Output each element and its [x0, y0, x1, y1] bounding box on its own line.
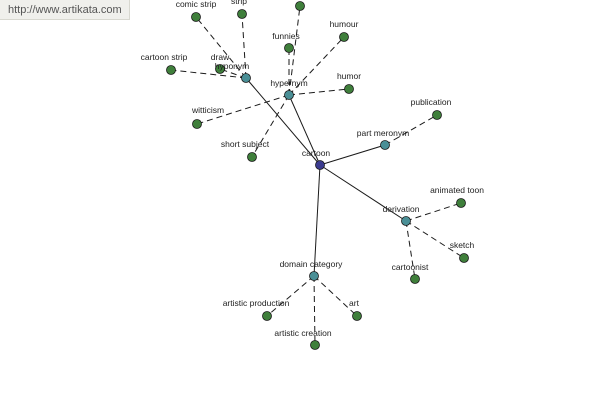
edge-hypernym-word-3 [288, 88, 350, 96]
relation-label-domain-category[interactable]: domain category [280, 259, 344, 269]
word-label-part-meronym-0[interactable]: publication [411, 97, 452, 107]
word-label-hyponym-2[interactable]: draw [211, 52, 230, 62]
word-label-hyponym-1[interactable]: strip [231, 0, 247, 6]
relation-label-hypernym[interactable]: hypernym [270, 78, 307, 88]
word-node-hyponym-3[interactable] [166, 65, 176, 75]
word-node-part-meronym-0[interactable] [432, 110, 442, 120]
edge-domain-category [313, 164, 321, 277]
word-node-hypernym-4[interactable] [192, 119, 202, 129]
word-label-derivation-0[interactable]: animated toon [430, 185, 484, 195]
relation-node-derivation[interactable] [401, 216, 411, 226]
word-node-domain-category-0[interactable] [262, 311, 272, 321]
word-node-derivation-2[interactable] [410, 274, 420, 284]
word-label-derivation-2[interactable]: cartoonist [392, 262, 429, 272]
edge-hypernym-word-2 [288, 36, 345, 96]
word-node-hypernym-1[interactable] [284, 43, 294, 53]
word-label-hypernym-2[interactable]: humour [330, 19, 359, 29]
edge-hyponym-word-1 [241, 13, 247, 79]
edge-domain-category-word-0 [266, 275, 315, 317]
edge-hyponym-word-0 [195, 16, 247, 79]
relation-label-derivation[interactable]: derivation [383, 204, 420, 214]
edge-part-meronym [319, 144, 386, 166]
word-label-domain-category-0[interactable]: artistic production [223, 298, 290, 308]
edge-hyponym-word-3 [170, 69, 247, 79]
word-label-hyponym-0[interactable]: comic strip [176, 0, 217, 9]
edges-layer [170, 5, 465, 346]
root-node[interactable] [315, 160, 325, 170]
word-node-derivation-0[interactable] [456, 198, 466, 208]
word-node-hyponym-2[interactable] [215, 64, 225, 74]
word-label-hypernym-5[interactable]: short subject [221, 139, 270, 149]
edge-hyponym [245, 77, 321, 166]
site-url-label[interactable]: http://www.artikata.com [0, 0, 130, 20]
edge-domain-category-word-1 [313, 275, 358, 317]
edge-hypernym-word-4 [196, 94, 290, 125]
root-label[interactable]: cartoon [302, 148, 331, 158]
word-node-hyponym-1[interactable] [237, 9, 247, 19]
edge-derivation-word-1 [405, 220, 465, 259]
relation-label-part-meronym[interactable]: part meronym [357, 128, 409, 138]
edge-domain-category-word-2 [313, 275, 316, 346]
word-label-hyponym-3[interactable]: cartoon strip [141, 52, 188, 62]
edge-hypernym-word-5 [251, 94, 290, 158]
word-label-hypernym-4[interactable]: witticism [191, 105, 224, 115]
word-node-hypernym-3[interactable] [344, 84, 354, 94]
word-node-hypernym-5[interactable] [247, 152, 257, 162]
relation-node-hyponym[interactable] [241, 73, 251, 83]
relation-node-hypernym[interactable] [284, 90, 294, 100]
word-node-domain-category-1[interactable] [352, 311, 362, 321]
edge-part-meronym-word-0 [384, 114, 438, 146]
word-label-hypernym-3[interactable]: humor [337, 71, 361, 81]
word-label-domain-category-2[interactable]: artistic creation [274, 328, 331, 338]
word-label-derivation-1[interactable]: sketch [450, 240, 475, 250]
word-node-hyponym-0[interactable] [191, 12, 201, 22]
word-node-derivation-1[interactable] [459, 253, 469, 263]
word-node-hypernym-2[interactable] [339, 32, 349, 42]
edge-hypernym-word-0 [288, 5, 301, 96]
relation-node-part-meronym[interactable] [380, 140, 390, 150]
relation-node-domain-category[interactable] [309, 271, 319, 281]
word-node-hypernym-0[interactable] [295, 1, 305, 11]
edge-derivation [319, 164, 407, 222]
word-label-hypernym-1[interactable]: funnies [272, 31, 299, 41]
relation-label-hyponym[interactable]: hyponym [215, 61, 250, 71]
word-node-domain-category-2[interactable] [310, 340, 320, 350]
nodes-layer: comic strip strip draw cartoon strip funnies… [141, 0, 484, 350]
word-label-domain-category-1[interactable]: art [349, 298, 360, 308]
edge-hypernym [288, 94, 321, 166]
